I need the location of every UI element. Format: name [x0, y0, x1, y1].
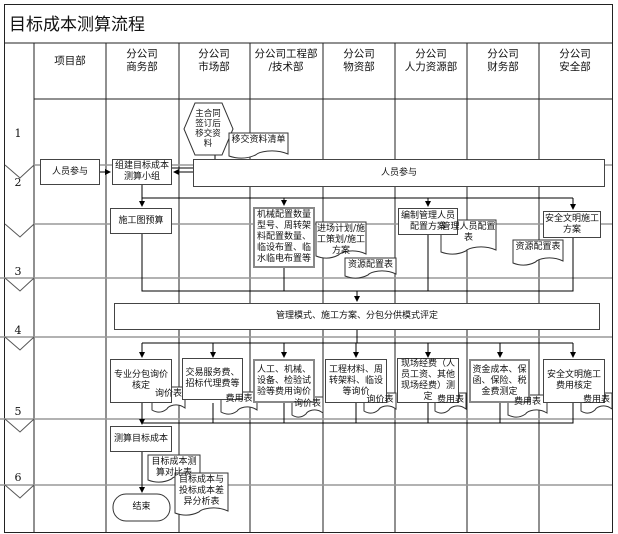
labor-inquiry-box: 人工、机械、 设备、检验试 验等费用询价 [253, 359, 315, 403]
trade-fee-doc: 费用表 [225, 394, 253, 404]
end-terminator [112, 493, 171, 522]
document-shape [344, 257, 397, 279]
evaluation-box: 管理模式、施工方案、分包分供模式评定 [114, 303, 600, 330]
document-shape [315, 221, 367, 259]
document-shape [512, 239, 564, 266]
safety-plan-box: 安全文明施工 方案 [543, 211, 601, 238]
phase-2-label: 2 [14, 176, 22, 189]
site-fee-doc: 费用表 [436, 395, 464, 405]
safety-fee-doc: 费用表 [582, 395, 610, 405]
phase-4-label: 4 [14, 324, 22, 337]
document-shape [228, 132, 289, 159]
document-shape [174, 472, 229, 516]
staff-config-doc: 管理人员配置 表 [441, 222, 496, 243]
target-cost-compare-doc: 目标成本测 算对比表 [151, 457, 197, 478]
lane-header-materials: 分公司 物资部 [343, 48, 375, 73]
phase-6-label: 6 [14, 471, 22, 484]
handover-step: 主合同 签订后 移交资 料 [195, 109, 221, 149]
lane-header-commerce: 分公司 商务部 [126, 48, 158, 73]
lane-header-project: 项目部 [54, 54, 86, 67]
finance-cost-box: 资金成本、保 函、保险、税 金费测定 [469, 359, 530, 403]
project-participate-box: 人员参与 [40, 159, 100, 185]
trade-fee-box: 交易服务费、 招标代理费等 [182, 358, 243, 400]
plan-doc: 进场计划/施 工策划/施工 方案 [316, 224, 366, 256]
phase-5-label: 5 [14, 405, 22, 418]
lane-header-safety: 分公司 安全部 [559, 48, 591, 73]
labor-inquiry-doc: 询价表 [293, 399, 321, 409]
staff-plan-box: 编制管理人员 配置方案 [398, 208, 458, 235]
drawing-budget-box: 施工图预算 [110, 208, 172, 234]
machinery-config-box: 机械配置数量 型号、周转架 料配置数量、 临设布置、临 水临电布置等 [253, 207, 315, 268]
material-inquiry-box: 工程材料、周 转架料、临设 等询价 [325, 359, 387, 403]
phase-chevrons [4, 164, 35, 499]
others-participate-box: 人员参与 [193, 159, 605, 187]
phase-3-label: 3 [14, 265, 22, 278]
resource-config-doc-2: 资源配置表 [515, 242, 561, 252]
document-shapes [147, 132, 613, 516]
phase-1-label: 1 [14, 127, 22, 140]
material-inquiry-doc: 询价表 [366, 395, 394, 405]
subcontract-inquiry-doc: 询价表 [154, 389, 182, 399]
resource-config-doc-1: 资源配置表 [347, 260, 393, 270]
calc-target-cost-box: 测算目标成本 [110, 426, 172, 452]
page-title: 目标成本测算流程 [9, 15, 145, 35]
handover-hexagon [183, 102, 234, 156]
lane-header-engineering: 分公司工程部 /技术部 [254, 48, 318, 73]
handover-list-doc: 移交资料清单 [231, 135, 286, 145]
site-fee-box: 现场经费（人 员工资、其他 现场经费）测 定 [397, 358, 459, 403]
form-team-box: 组建目标成本 测算小组 [112, 159, 172, 185]
end-label: 结束 [132, 502, 151, 512]
lane-header-market: 分公司 市场部 [198, 48, 230, 73]
cost-difference-analysis-doc: 目标成本与 投标成本差 异分析表 [178, 475, 224, 507]
subcontract-box: 专业分包询价 核定 [110, 359, 172, 403]
finance-fee-doc: 费用表 [513, 397, 541, 407]
safety-fee-box: 安全文明施工 费用核定 [543, 359, 605, 403]
lane-header-finance: 分公司 财务部 [487, 48, 519, 73]
lane-header-hr: 分公司 人力资源部 [404, 48, 458, 73]
